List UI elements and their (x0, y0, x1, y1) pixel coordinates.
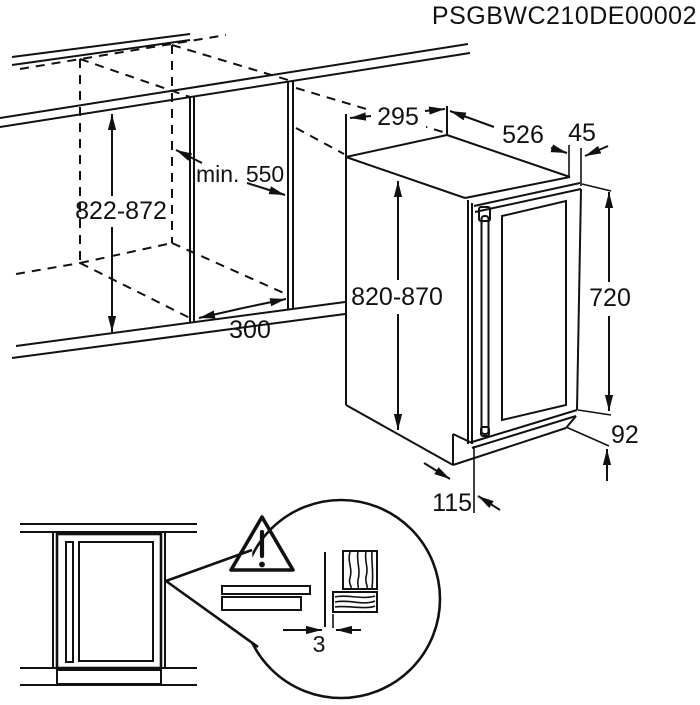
dim-appliance-height-label: 820-870 (351, 283, 443, 311)
dim-niche-height-label: 822-872 (75, 197, 167, 225)
dim-plinth-depth: 115 (423, 446, 501, 517)
front-view-plinth (56, 669, 162, 685)
door-handle (478, 206, 491, 437)
dim-plinth-height: 92 (565, 421, 639, 481)
dim-plinth-depth-label: 115 (432, 489, 472, 517)
front-view-handle (65, 541, 74, 663)
door-glass-panel (501, 199, 567, 422)
warning-triangle-icon (229, 515, 295, 572)
detail-circle (240, 498, 442, 700)
dim-plinth-height-label: 92 (611, 421, 639, 449)
wood-plinth-section (332, 591, 378, 613)
dim-front-height: 720 (577, 183, 631, 416)
dim-niche-width: 300 (198, 298, 287, 344)
dim-door-thickness: 45 (568, 119, 609, 157)
dim-niche-width-label: 300 (229, 316, 271, 344)
dim-gap: 3 (283, 614, 361, 657)
dim-appliance-depth: 526 (449, 110, 568, 154)
product-code: PSGBWC210DE00002 (432, 2, 697, 30)
niche-walls (189, 80, 294, 322)
worktop-lines (0, 33, 471, 128)
appliance-plinth (345, 404, 577, 466)
dim-niche-height: 822-872 (75, 114, 167, 332)
callout-wedge (166, 550, 258, 647)
floor-lines (11, 301, 346, 359)
dim-appliance-width: 295 (349, 101, 446, 131)
gap-detail-section (221, 550, 378, 627)
dim-front-height-label: 720 (589, 284, 631, 312)
dim-niche-depth: min. 550 (175, 149, 286, 196)
dim-appliance-depth-label: 526 (502, 121, 544, 149)
dim-door-thickness-label: 45 (568, 119, 596, 147)
wood-panel-section (342, 550, 378, 590)
appliance-drawing (345, 106, 582, 466)
dim-appliance-width-label: 295 (377, 103, 419, 131)
front-view-glass (78, 541, 154, 662)
installed-front-view (20, 523, 197, 686)
detail-callout: 3 (165, 498, 442, 700)
dim-niche-depth-label: min. 550 (196, 161, 284, 187)
dim-gap-label: 3 (313, 631, 326, 657)
dim-appliance-height: 820-870 (351, 181, 443, 430)
